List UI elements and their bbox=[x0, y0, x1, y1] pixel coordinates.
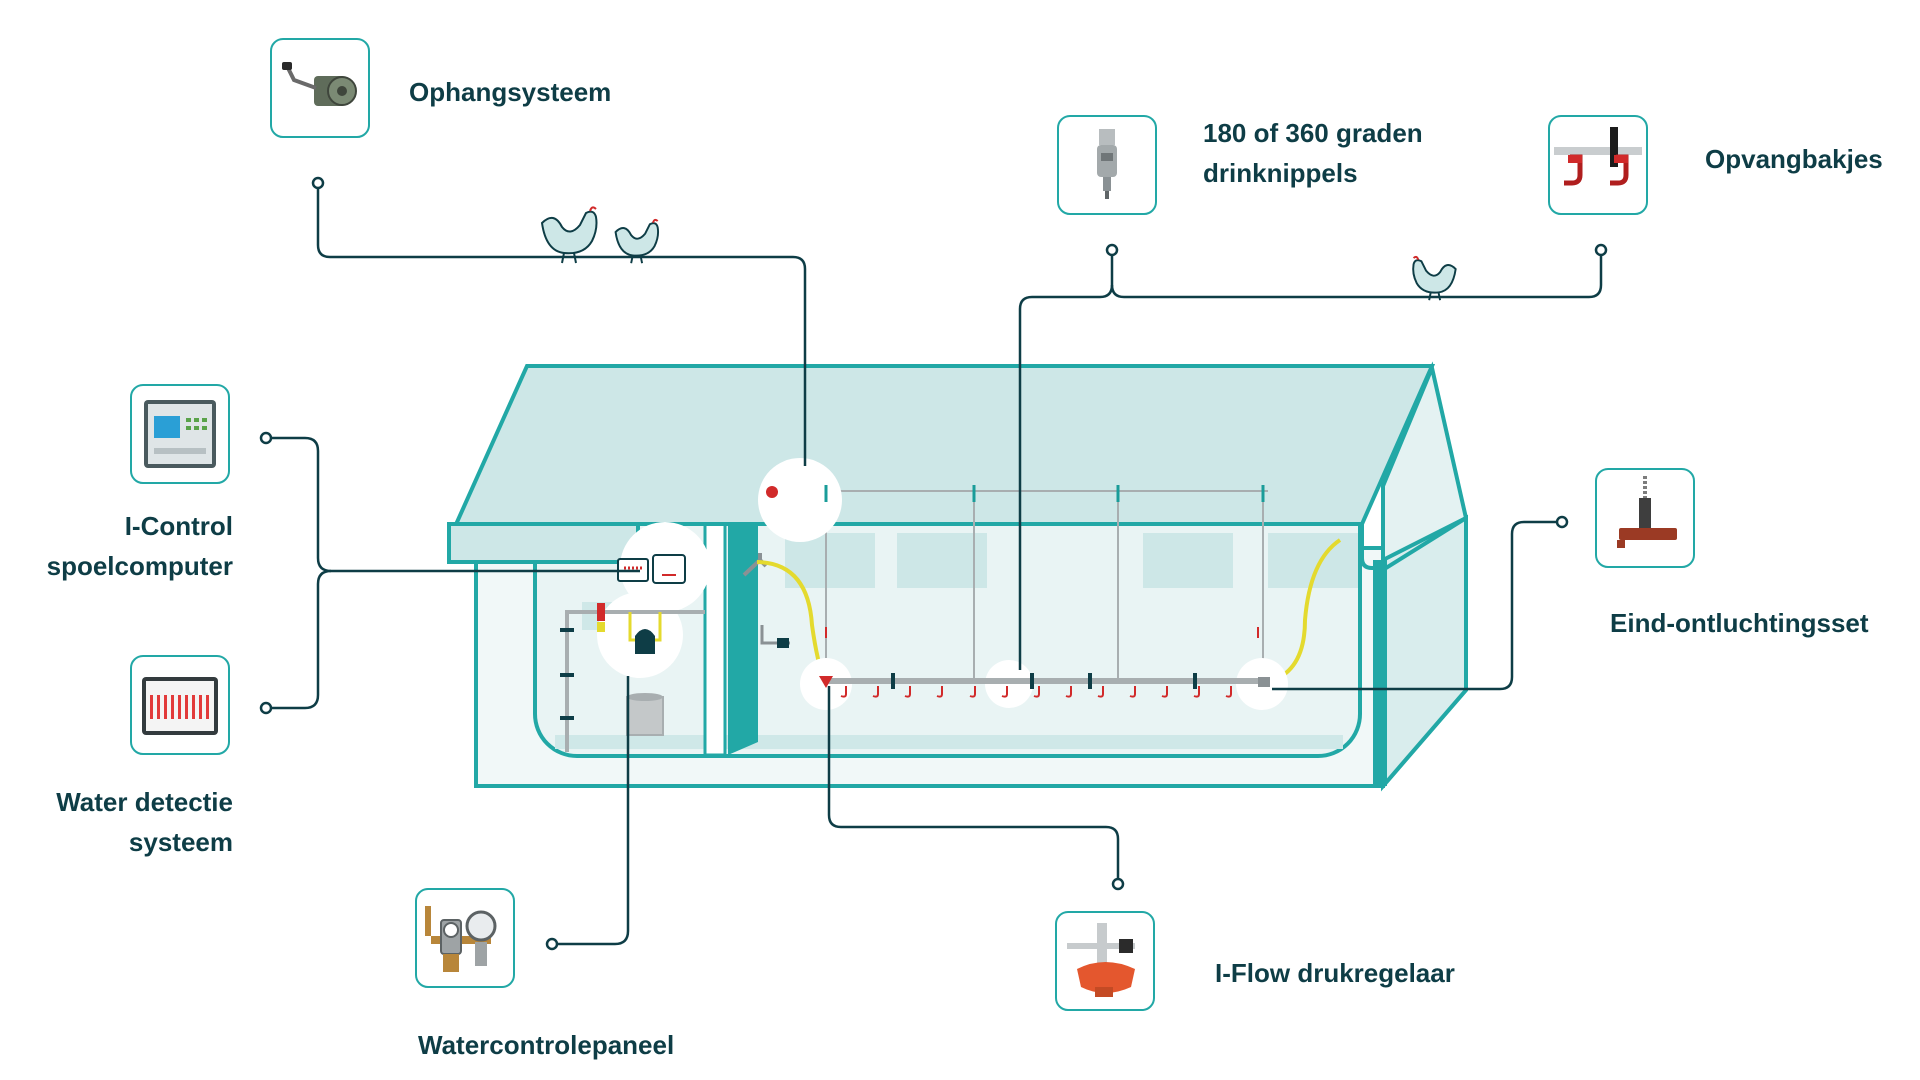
control-computer-icon bbox=[144, 400, 216, 468]
house-right-side bbox=[1381, 514, 1468, 792]
nipple-row bbox=[840, 686, 1232, 698]
medication-bucket bbox=[626, 696, 664, 736]
water-panel-label: Watercontrolepaneel bbox=[418, 1030, 675, 1060]
end-vent-icon bbox=[1617, 476, 1677, 548]
regulator bbox=[819, 676, 833, 688]
connector-detection bbox=[266, 569, 332, 710]
water-meter-icon bbox=[425, 906, 497, 972]
window bbox=[897, 533, 987, 588]
winch-icon bbox=[282, 62, 357, 106]
connector-end-vent bbox=[1272, 520, 1562, 691]
drip-cups-label: Opvangbakjes bbox=[1705, 144, 1883, 174]
house-corner-post bbox=[1373, 560, 1387, 786]
filter-cartridge bbox=[635, 629, 655, 654]
water-panel-thumbnail[interactable] bbox=[415, 888, 515, 988]
flush-computer-label: I-Control spoelcomputer bbox=[46, 511, 233, 581]
chicken-icon bbox=[1412, 255, 1457, 301]
controller-box bbox=[652, 554, 686, 584]
nipples-label: 180 of 360 graden drinknippels bbox=[1203, 118, 1423, 188]
suspension-label: Ophangsysteem bbox=[409, 77, 612, 107]
roof-edge-right bbox=[1360, 516, 1468, 570]
water-detection-label: Water detectie systeem bbox=[56, 787, 233, 857]
connector-nipples bbox=[1018, 284, 1114, 670]
end-vent-thumbnail[interactable] bbox=[1595, 468, 1695, 568]
window bbox=[785, 533, 875, 588]
nipples-thumbnail[interactable] bbox=[1057, 115, 1157, 215]
pressure-regulator-label: I-Flow drukregelaar bbox=[1215, 958, 1455, 988]
pressure-regulator-thumbnail[interactable] bbox=[1055, 911, 1155, 1011]
suspension-thumbnail[interactable] bbox=[270, 38, 370, 138]
flush-computer-thumbnail[interactable] bbox=[130, 384, 230, 484]
window bbox=[1143, 533, 1233, 588]
house-roof bbox=[447, 364, 1436, 541]
connector-end-dots bbox=[259, 176, 1608, 951]
connector-suspension bbox=[316, 183, 807, 466]
water-detection-thumbnail[interactable] bbox=[130, 655, 230, 755]
connector-lines bbox=[266, 183, 1603, 946]
chicken-icon bbox=[540, 206, 598, 264]
yellow-hose bbox=[1267, 538, 1342, 684]
end-vent-label: Eind-ontluchtingsset bbox=[1610, 608, 1869, 638]
connector-regulator bbox=[827, 686, 1120, 884]
poultry-house-illustration bbox=[447, 361, 1468, 792]
drinking-nipple-icon bbox=[1097, 129, 1117, 199]
connector-nipples-cups bbox=[1110, 250, 1603, 299]
floor-strip bbox=[555, 735, 1343, 749]
drip-cups-thumbnail[interactable] bbox=[1548, 115, 1648, 215]
pressure-regulator-icon bbox=[1067, 923, 1135, 997]
pulley-circle bbox=[758, 458, 842, 542]
connector-flush-computer bbox=[266, 436, 640, 573]
roof-edge bbox=[447, 522, 640, 564]
detection-panel-icon bbox=[142, 677, 218, 735]
connector-water-panel bbox=[552, 676, 630, 946]
divider-panel bbox=[728, 477, 758, 755]
drip-cup-icon bbox=[1554, 127, 1642, 186]
